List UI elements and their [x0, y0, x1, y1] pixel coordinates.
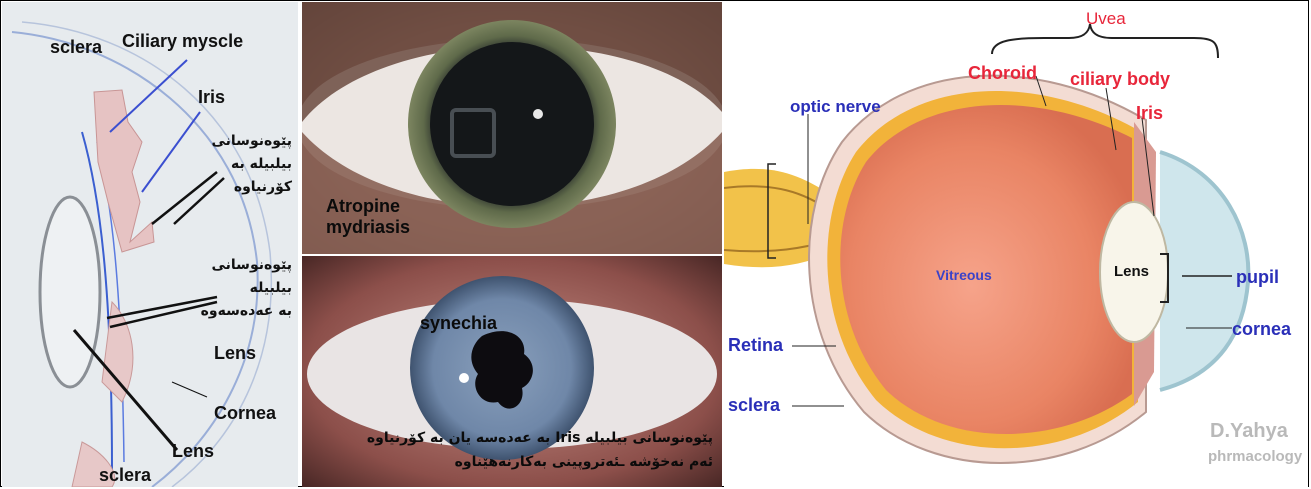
watermark-subject: phrmacology [1208, 448, 1302, 465]
sclera-label-bottom: sclera [99, 466, 151, 484]
cornea-label-blue: cornea [1232, 320, 1291, 338]
optic-nerve-label: optic nerve [790, 98, 881, 115]
sclera-label: sclera [728, 396, 780, 414]
synechiae-sketch-panel: sclera Ciliary myscle Iris پێوەنوسانی بی… [2, 2, 298, 487]
synechia-photo: synechia پێوەنوسانی بیلبیلە Iris بە عەدە… [302, 256, 722, 487]
uvea-label: Uvea [1086, 10, 1126, 27]
atropine-mydriasis-label: Atropine mydriasis [326, 196, 410, 238]
cornea-label: Cornea [214, 404, 276, 422]
vitreous-label: Vitreous [936, 268, 992, 282]
retina-label: Retina [728, 336, 783, 354]
ciliary-body-label: ciliary body [1070, 70, 1170, 88]
synechia-kurdish-caption: پێوەنوسانی بیلبیلە Iris بە عەدەسە یان بە… [308, 426, 713, 474]
mydriasis-photo: Atropine mydriasis [302, 2, 722, 254]
lens-label: Lens [1114, 264, 1149, 279]
lens-label-mid: Lens [214, 344, 256, 362]
watermark-author: D.Yahya [1210, 420, 1288, 443]
iris-label-red: Iris [1136, 104, 1163, 122]
choroid-label: Choroid [968, 64, 1037, 82]
lens-label-bottom: Lens [172, 442, 214, 460]
sclera-label-top: sclera [50, 38, 102, 56]
pupil-label: pupil [1236, 268, 1279, 286]
ciliary-muscle-label: Ciliary myscle [122, 32, 243, 50]
adhesion-to-lens-label: پێوەنوسانی بیلبیلە بە عەدەسەوە [187, 254, 292, 323]
iris-label: Iris [198, 88, 225, 106]
synechia-label: synechia [420, 314, 497, 332]
eye-anatomy-panel: Uvea Choroid ciliary body Iris optic ner… [724, 2, 1308, 487]
adhesion-to-cornea-label: پێوەنوسانی بیلبیلە بە کۆرنیاوە [197, 130, 292, 199]
